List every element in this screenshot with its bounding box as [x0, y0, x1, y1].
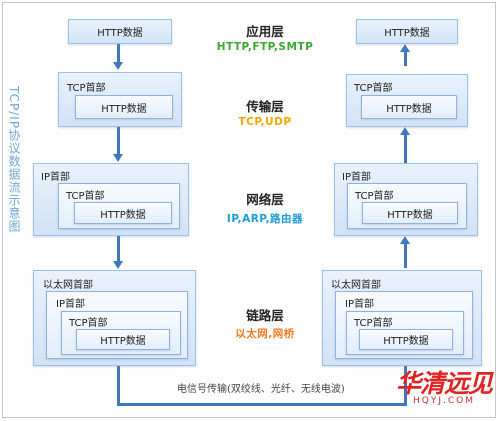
left-app-http-data: HTTP数据	[68, 19, 172, 44]
left-arrow-2	[113, 154, 123, 162]
right-network-tcp-header: TCP首部	[355, 191, 394, 202]
left-link-eth-header: 以太网首部	[43, 280, 93, 291]
layer-transport-name: 传输层	[246, 99, 284, 114]
right-network-frame: IP首部 TCP首部 HTTP数据	[334, 163, 478, 236]
left-network-ip-header: IP首部	[41, 172, 70, 183]
right-app-http-data: HTTP数据	[356, 19, 458, 44]
left-link-tcp-header: TCP首部	[69, 318, 108, 329]
left-link-ip-header: IP首部	[56, 299, 85, 310]
left-arrow-1	[113, 62, 123, 70]
layer-app-name: 应用层	[246, 24, 284, 39]
left-wire-3	[117, 236, 120, 262]
right-network-http-data: HTTP数据	[362, 202, 458, 224]
right-transport-http-data: HTTP数据	[361, 95, 457, 119]
diagram-side-title: TCP/IP协议数据流示意图	[7, 86, 21, 234]
transmission-medium-label: 电信号传输(双绞线、光纤、无线电波)	[175, 380, 347, 395]
left-transport-frame: TCP首部 HTTP数据	[58, 72, 182, 127]
left-wire-4	[117, 366, 120, 406]
left-transport-tcp-header: TCP首部	[67, 83, 106, 94]
right-network-tcp-frame: TCP首部 HTTP数据	[347, 183, 467, 229]
left-transport-http-data: HTTP数据	[75, 95, 173, 119]
right-transport-frame: TCP首部 HTTP数据	[346, 74, 468, 127]
left-link-tcp-frame: TCP首部 HTTP数据	[61, 311, 181, 355]
left-arrow-3	[113, 261, 123, 269]
right-network-ip-header: IP首部	[342, 172, 371, 183]
right-wire-4	[404, 366, 407, 406]
left-link-frame: 以太网首部 IP首部 TCP首部 HTTP数据	[33, 270, 196, 366]
right-link-ip-header: IP首部	[345, 299, 374, 310]
right-link-tcp-frame: TCP首部 HTTP数据	[346, 311, 464, 355]
right-link-tcp-header: TCP首部	[354, 318, 393, 329]
layer-link-name: 链路层	[246, 308, 284, 323]
left-network-tcp-header: TCP首部	[66, 191, 105, 202]
left-link-http-data: HTTP数据	[76, 329, 170, 350]
right-arrow-2	[400, 127, 410, 135]
right-arrow-3	[400, 236, 410, 244]
left-network-frame: IP首部 TCP首部 HTTP数据	[33, 163, 189, 236]
right-link-http-data: HTTP数据	[359, 329, 453, 350]
right-link-ip-frame: IP首部 TCP首部 HTTP数据	[335, 291, 473, 359]
left-network-http-data: HTTP数据	[74, 202, 172, 224]
right-wire-3	[404, 240, 407, 268]
watermark-logo-url: HQYJ.COM	[413, 396, 475, 406]
right-arrow-1	[400, 44, 410, 52]
right-wire-1	[404, 48, 407, 66]
left-wire-2	[117, 127, 120, 155]
right-link-frame: 以太网首部 IP首部 TCP首部 HTTP数据	[322, 270, 482, 366]
left-link-ip-frame: IP首部 TCP首部 HTTP数据	[46, 291, 188, 359]
layer-network-name: 网络层	[246, 192, 284, 207]
watermark-logo-text: 华清远见	[396, 369, 493, 398]
left-network-tcp-frame: TCP首部 HTTP数据	[58, 183, 180, 229]
layer-network-protocols: IP,ARP,路由器	[226, 213, 304, 225]
right-transport-tcp-header: TCP首部	[354, 83, 393, 94]
watermark-logo: 华清远见 HQYJ.COM	[396, 369, 493, 407]
right-link-eth-header: 以太网首部	[331, 280, 381, 291]
bottom-wire	[117, 403, 407, 406]
layer-transport-protocols: TCP,UDP	[238, 116, 292, 128]
layer-app-protocols: HTTP,FTP,SMTP	[216, 41, 314, 53]
left-wire-1	[117, 44, 120, 64]
right-wire-2	[404, 131, 407, 163]
layer-link-protocols: 以太网,网桥	[235, 328, 295, 340]
